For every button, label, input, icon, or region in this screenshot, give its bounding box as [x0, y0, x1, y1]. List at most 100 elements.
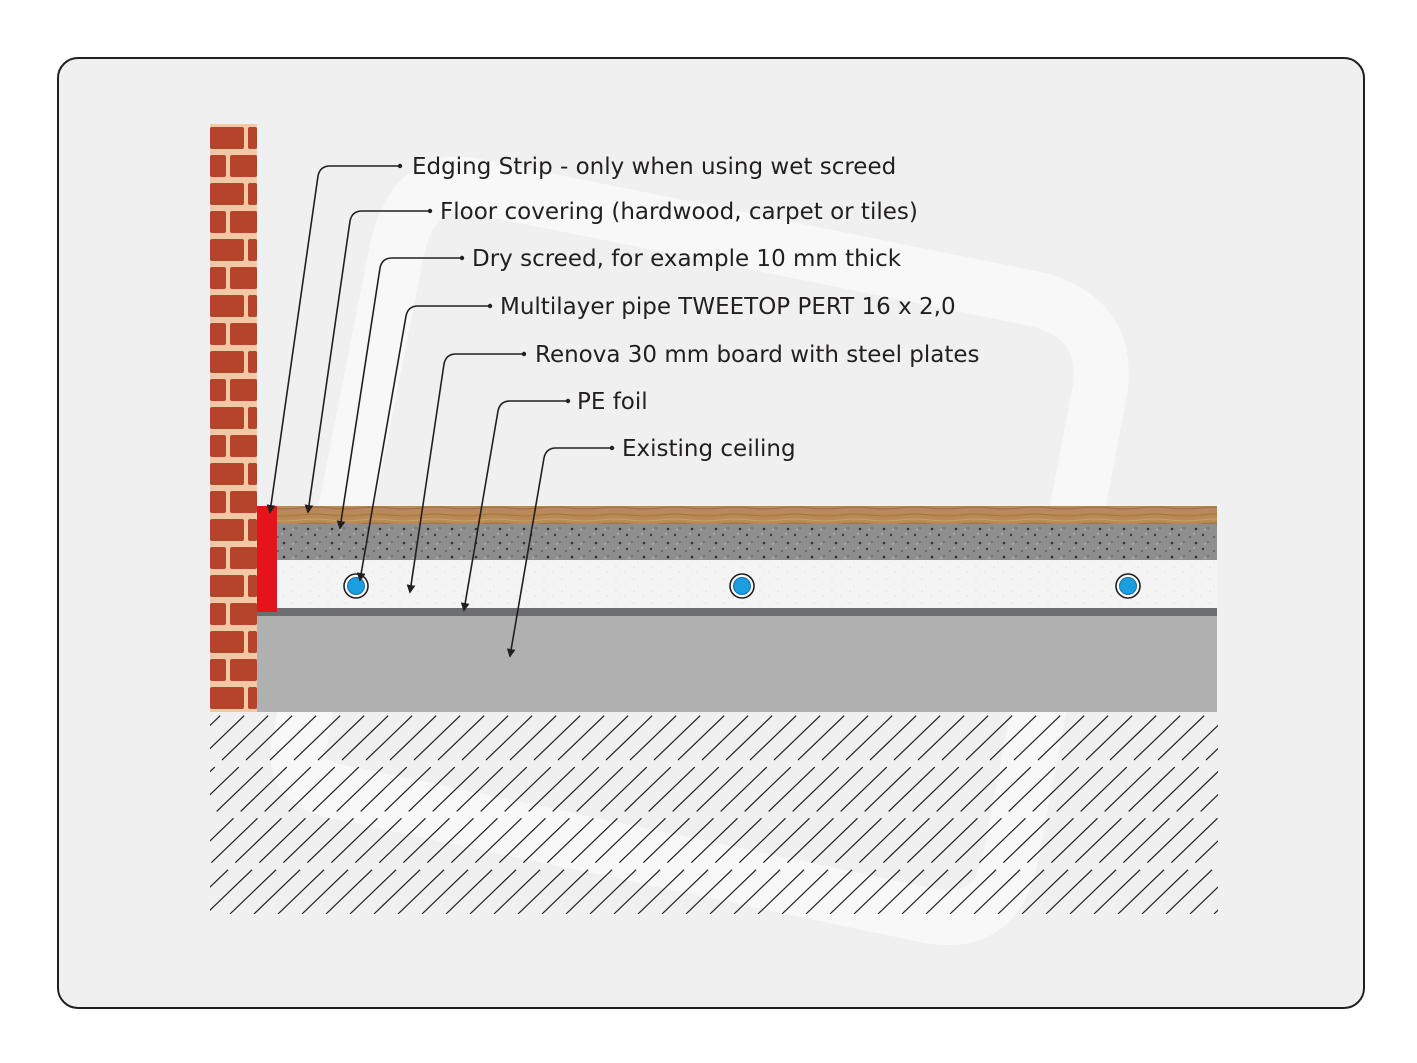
hatch-line	[469, 712, 681, 914]
hatch-line	[541, 712, 753, 914]
dot-floor-covering	[427, 208, 433, 214]
brick	[248, 239, 257, 261]
brick	[210, 519, 244, 541]
hatch-line	[709, 712, 921, 914]
leader-pe-foil	[460, 400, 568, 612]
brick	[210, 463, 244, 485]
brick-wall	[210, 124, 257, 712]
brick	[230, 155, 257, 177]
brick	[210, 659, 226, 681]
hatch-line	[210, 712, 345, 842]
hatch-line	[805, 712, 1017, 914]
leader-renova-board	[406, 353, 524, 594]
hatch-line	[1093, 793, 1218, 914]
dot-renova-board	[521, 351, 527, 357]
edging-strip-layer	[257, 506, 277, 612]
hatch-line	[997, 712, 1209, 914]
brick	[248, 687, 257, 709]
dot-edging-strip	[397, 163, 403, 169]
leader-multilayer-pipe	[356, 305, 490, 582]
label-pe-foil: PE foil	[577, 389, 648, 415]
dot-existing-ceiling	[609, 445, 615, 451]
hatch-line	[1021, 724, 1218, 914]
brick	[210, 435, 226, 457]
callout-leaders	[266, 165, 612, 658]
hatch-line	[565, 712, 777, 914]
brick	[230, 323, 257, 345]
brick	[210, 603, 226, 625]
hatch-line	[973, 712, 1185, 914]
leader-existing-ceiling	[506, 447, 612, 658]
hatch-line	[685, 712, 897, 914]
brick	[230, 659, 257, 681]
brick	[248, 351, 257, 373]
hatch-line	[829, 712, 1041, 914]
pe-foil-layer	[257, 608, 1217, 616]
brick	[230, 603, 257, 625]
brick	[248, 631, 257, 653]
callout-labels: Edging Strip - only when using wet scree…	[412, 154, 980, 462]
hatch-line	[253, 712, 465, 914]
hatch-line	[210, 712, 249, 750]
brick	[210, 491, 226, 513]
existing-ceiling-layer	[257, 616, 1217, 712]
leader-edging-strip	[266, 165, 400, 514]
label-multilayer-pipe: Multilayer pipe TWEETOP PERT 16 x 2,0	[500, 294, 956, 320]
brick	[210, 547, 226, 569]
hatch-line	[1141, 840, 1218, 914]
brick	[210, 575, 244, 597]
hatch-line	[901, 712, 1113, 914]
hatch-line	[301, 712, 513, 914]
hatch-line	[397, 712, 609, 914]
brick	[210, 379, 226, 401]
brick	[248, 519, 257, 541]
hatch-line	[349, 712, 561, 914]
hatch-line	[949, 712, 1161, 914]
hatch-line	[229, 712, 441, 914]
brick	[230, 379, 257, 401]
leader-floor-covering	[304, 210, 430, 514]
hatch-line	[661, 712, 873, 914]
hatch-line	[277, 712, 489, 914]
leader-dry-screed	[336, 257, 462, 530]
brick	[248, 127, 257, 149]
hatch-line	[1045, 747, 1218, 914]
hatch-line	[781, 712, 993, 914]
pipe-3	[1115, 573, 1141, 599]
brick	[210, 267, 226, 289]
hatch-line	[733, 712, 945, 914]
brick	[210, 323, 226, 345]
hatch-line	[210, 712, 393, 888]
watermark-logo	[270, 156, 1129, 946]
brick	[210, 295, 244, 317]
brick	[210, 183, 244, 205]
pipe-1	[343, 573, 369, 599]
hatch-line	[589, 712, 801, 914]
brick	[230, 491, 257, 513]
label-dry-screed: Dry screed, for example 10 mm thick	[472, 246, 902, 272]
floor-covering-layer	[257, 506, 1217, 524]
hatch-line	[637, 712, 849, 914]
brick	[248, 183, 257, 205]
hatch-line	[210, 712, 321, 819]
brick	[210, 211, 226, 233]
hatch-line	[853, 712, 1065, 914]
floor-layers	[257, 506, 1217, 712]
pipes	[343, 573, 1141, 599]
callout-dots	[397, 163, 615, 451]
brick	[210, 407, 244, 429]
hatch-line	[445, 712, 657, 914]
brick	[248, 295, 257, 317]
label-edging-strip: Edging Strip - only when using wet scree…	[412, 154, 896, 180]
label-floor-covering: Floor covering (hardwood, carpet or tile…	[440, 199, 918, 225]
dot-pe-foil	[565, 398, 571, 404]
hatch-line	[325, 712, 537, 914]
brick	[210, 155, 226, 177]
hatch-line	[421, 712, 633, 914]
label-renova-board: Renova 30 mm board with steel plates	[535, 342, 980, 368]
hatch-line	[1069, 770, 1218, 914]
brick	[248, 407, 257, 429]
pipe-2	[729, 573, 755, 599]
brick	[230, 547, 257, 569]
